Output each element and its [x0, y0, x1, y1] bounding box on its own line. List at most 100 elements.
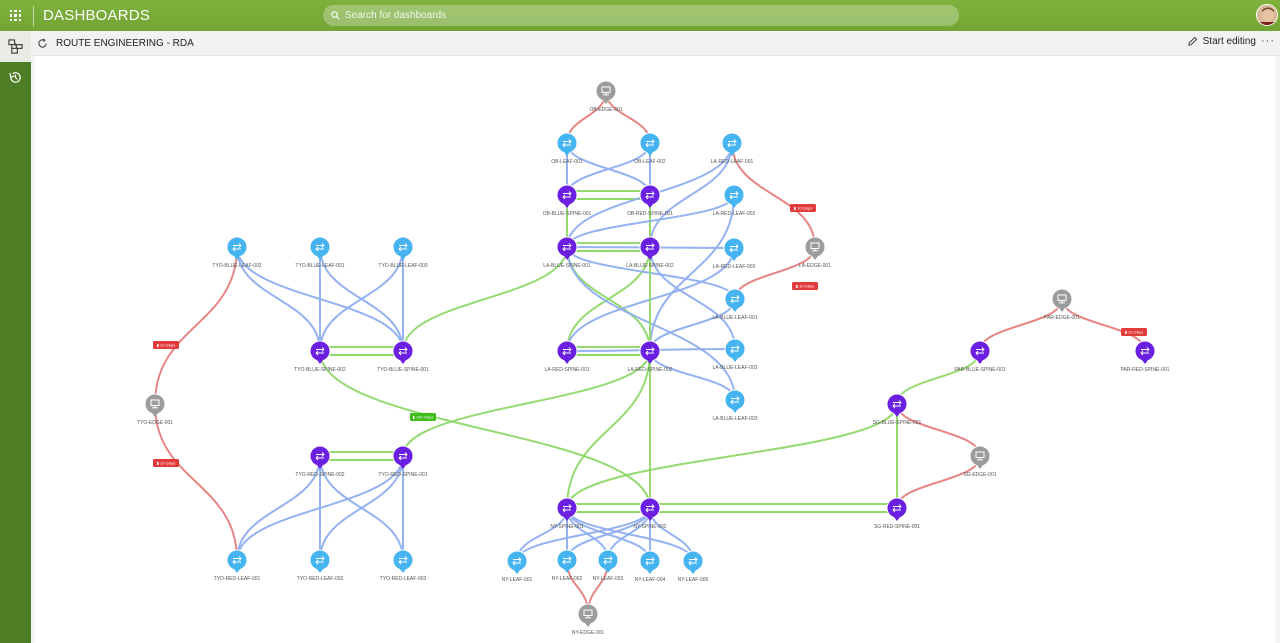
link-blue[interactable] [319, 455, 404, 561]
link-green[interactable] [896, 350, 981, 405]
node-tyo-red-leaf-001[interactable]: TYO-RED-LEAF-001 [214, 549, 261, 582]
node-ob-red-spine-001[interactable]: OB-RED-SPINE-001 [627, 184, 673, 217]
bandwidth-badge[interactable]: ▮ 10 Gbps [1121, 328, 1147, 336]
link-green[interactable] [319, 350, 651, 509]
link-blue[interactable] [319, 246, 404, 352]
node-tyo-blue-leaf-002[interactable]: TYO-BLUE-LEAF-002 [212, 236, 262, 269]
node-ny-leaf-005[interactable]: NY-LEAF-005 [678, 550, 709, 583]
node-la-blue-leaf-001[interactable]: LA-BLUE-LEAF-001 [712, 288, 758, 321]
app-title[interactable]: DASHBOARDS [43, 7, 151, 24]
switch-icon [645, 504, 655, 513]
sidebar-item-history[interactable] [0, 62, 31, 93]
node-ny-spine-001[interactable]: NY-SPINE-001 [550, 497, 584, 530]
link-blue[interactable] [566, 194, 735, 248]
node-ny-leaf-003[interactable]: NY-LEAF-003 [593, 549, 624, 582]
link-blue[interactable] [649, 350, 736, 401]
link-blue[interactable] [649, 142, 733, 248]
node-label: LA-BLUE-SPINE-001 [543, 263, 591, 269]
node-tyo-blue-leaf-001[interactable]: TYO-BLUE-LEAF-001 [295, 236, 345, 269]
node-pointer [731, 257, 737, 261]
node-la-red-leaf-002[interactable]: LA-RED-LEAF-002 [713, 184, 756, 217]
search-input[interactable] [345, 10, 905, 21]
node-tyo-red-spine-002[interactable]: TYO-RED-SPINE-002 [295, 445, 345, 478]
node-tyo-red-leaf-002[interactable]: TYO-RED-LEAF-002 [297, 549, 344, 582]
link-blue[interactable] [566, 142, 651, 196]
app-launcher-icon[interactable] [0, 0, 31, 31]
link-green[interactable] [566, 403, 898, 509]
sidebar-item-dashboards[interactable] [0, 31, 31, 62]
link-red[interactable] [979, 298, 1063, 352]
node-ny-leaf-001[interactable]: NY-LEAF-001 [502, 550, 533, 583]
node-pointer [732, 409, 738, 413]
switch-icon [603, 556, 613, 565]
switch-icon [730, 396, 740, 405]
link-red[interactable] [154, 246, 238, 405]
search-box[interactable] [323, 5, 959, 26]
refresh-icon[interactable] [37, 38, 48, 49]
bandwidth-badge[interactable]: ▮ 100 Gbps [410, 413, 436, 421]
node-sg-edge-001[interactable]: SG-EDGE-001 [963, 445, 997, 478]
node-ob-leaf-002[interactable]: OB-LEAF-002 [634, 132, 666, 165]
link-red[interactable] [731, 142, 816, 248]
bandwidth-badge[interactable]: ▮ 10 Gbps [153, 341, 179, 349]
edge-node-circle [804, 236, 826, 258]
node-la-red-spine-001[interactable]: LA-RED-SPINE-001 [544, 340, 590, 373]
spine-node-circle [639, 184, 661, 206]
leaf-node-circle [309, 549, 331, 571]
node-la-red-spine-002[interactable]: LA-RED-SPINE-002 [627, 340, 673, 373]
node-label: PAR-EDGE-001 [1044, 315, 1080, 321]
node-ny-edge-001[interactable]: NY-EDGE-001 [572, 603, 605, 636]
link-blue[interactable] [236, 246, 321, 352]
link-red[interactable] [896, 403, 981, 457]
node-par-edge-001[interactable]: PAR-EDGE-001 [1044, 288, 1080, 321]
link-red[interactable] [734, 246, 816, 300]
bandwidth-badge[interactable]: ▮ 10 Gbps [792, 282, 818, 290]
node-sg-blue-spine-001[interactable]: SG-BLUE-SPINE-001 [873, 393, 922, 426]
node-tyo-red-spine-001[interactable]: TYO-RED-SPINE-001 [378, 445, 428, 478]
node-la-blue-leaf-002[interactable]: LA-BLUE-LEAF-002 [712, 338, 758, 371]
node-tyo-blue-spine-002[interactable]: TYO-BLUE-SPINE-002 [294, 340, 346, 373]
node-pointer [732, 358, 738, 362]
node-la-red-leaf-003[interactable]: LA-RED-LEAF-003 [713, 237, 756, 270]
link-red[interactable] [896, 455, 981, 509]
link-blue[interactable] [236, 455, 321, 561]
node-pointer [647, 152, 653, 156]
node-label: LA-BLUE-LEAF-002 [712, 365, 757, 371]
link-green[interactable] [402, 246, 568, 352]
link-green[interactable] [566, 246, 651, 352]
node-la-blue-leaf-003[interactable]: LA-BLUE-LEAF-003 [712, 389, 758, 422]
leaf-node-circle [597, 549, 619, 571]
node-sg-red-spine-001[interactable]: SG-RED-SPINE-001 [874, 497, 920, 530]
link-green[interactable] [566, 350, 651, 509]
node-ob-leaf-001[interactable]: OB-LEAF-001 [551, 132, 583, 165]
more-options-button[interactable]: ··· [1261, 35, 1275, 47]
bandwidth-badge[interactable]: ▮ 10 Gbps [153, 459, 179, 467]
node-la-blue-spine-001[interactable]: LA-BLUE-SPINE-001 [543, 236, 591, 269]
node-ny-leaf-004[interactable]: NY-LEAF-004 [635, 550, 666, 583]
link-green[interactable] [402, 350, 651, 457]
node-par-red-spine-001[interactable]: PAR-RED-SPINE-001 [1121, 340, 1170, 373]
node-label: NY-SPINE-001 [550, 524, 583, 530]
node-ob-blue-spine-001[interactable]: OB-BLUE-SPINE-001 [543, 184, 592, 217]
node-par-blue-spine-001[interactable]: PAR-BLUE-SPINE-001 [954, 340, 1006, 373]
node-ny-leaf-002[interactable]: NY-LEAF-002 [552, 549, 583, 582]
node-la-edge-001[interactable]: LA-EDGE-001 [799, 236, 831, 269]
node-tyo-blue-spine-001[interactable]: TYO-BLUE-SPINE-001 [377, 340, 429, 373]
node-label: NY-LEAF-001 [502, 577, 533, 583]
node-ny-spine-002[interactable]: NY-SPINE-002 [633, 497, 667, 530]
node-la-red-leaf-001[interactable]: LA-RED-LEAF-001 [711, 132, 754, 165]
bandwidth-badge[interactable]: ▮ 10 Gbps [790, 204, 816, 212]
link-red[interactable] [154, 403, 238, 561]
switch-icon [645, 243, 655, 252]
node-tyo-red-leaf-003[interactable]: TYO-RED-LEAF-003 [380, 549, 427, 582]
link-blue[interactable] [649, 246, 736, 350]
node-la-blue-spine-002[interactable]: LA-BLUE-SPINE-002 [626, 236, 674, 269]
node-pointer [731, 204, 737, 208]
node-ob-edge-001[interactable]: OB-EDGE-001 [589, 80, 623, 113]
node-tyo-blue-leaf-003[interactable]: TYO-BLUE-LEAF-003 [378, 236, 428, 269]
user-avatar[interactable] [1256, 4, 1278, 26]
link-red[interactable] [1061, 298, 1146, 352]
node-tyo-edge-001[interactable]: TYO-EDGE-001 [137, 393, 173, 426]
start-editing-button[interactable]: Start editing [1187, 36, 1256, 47]
